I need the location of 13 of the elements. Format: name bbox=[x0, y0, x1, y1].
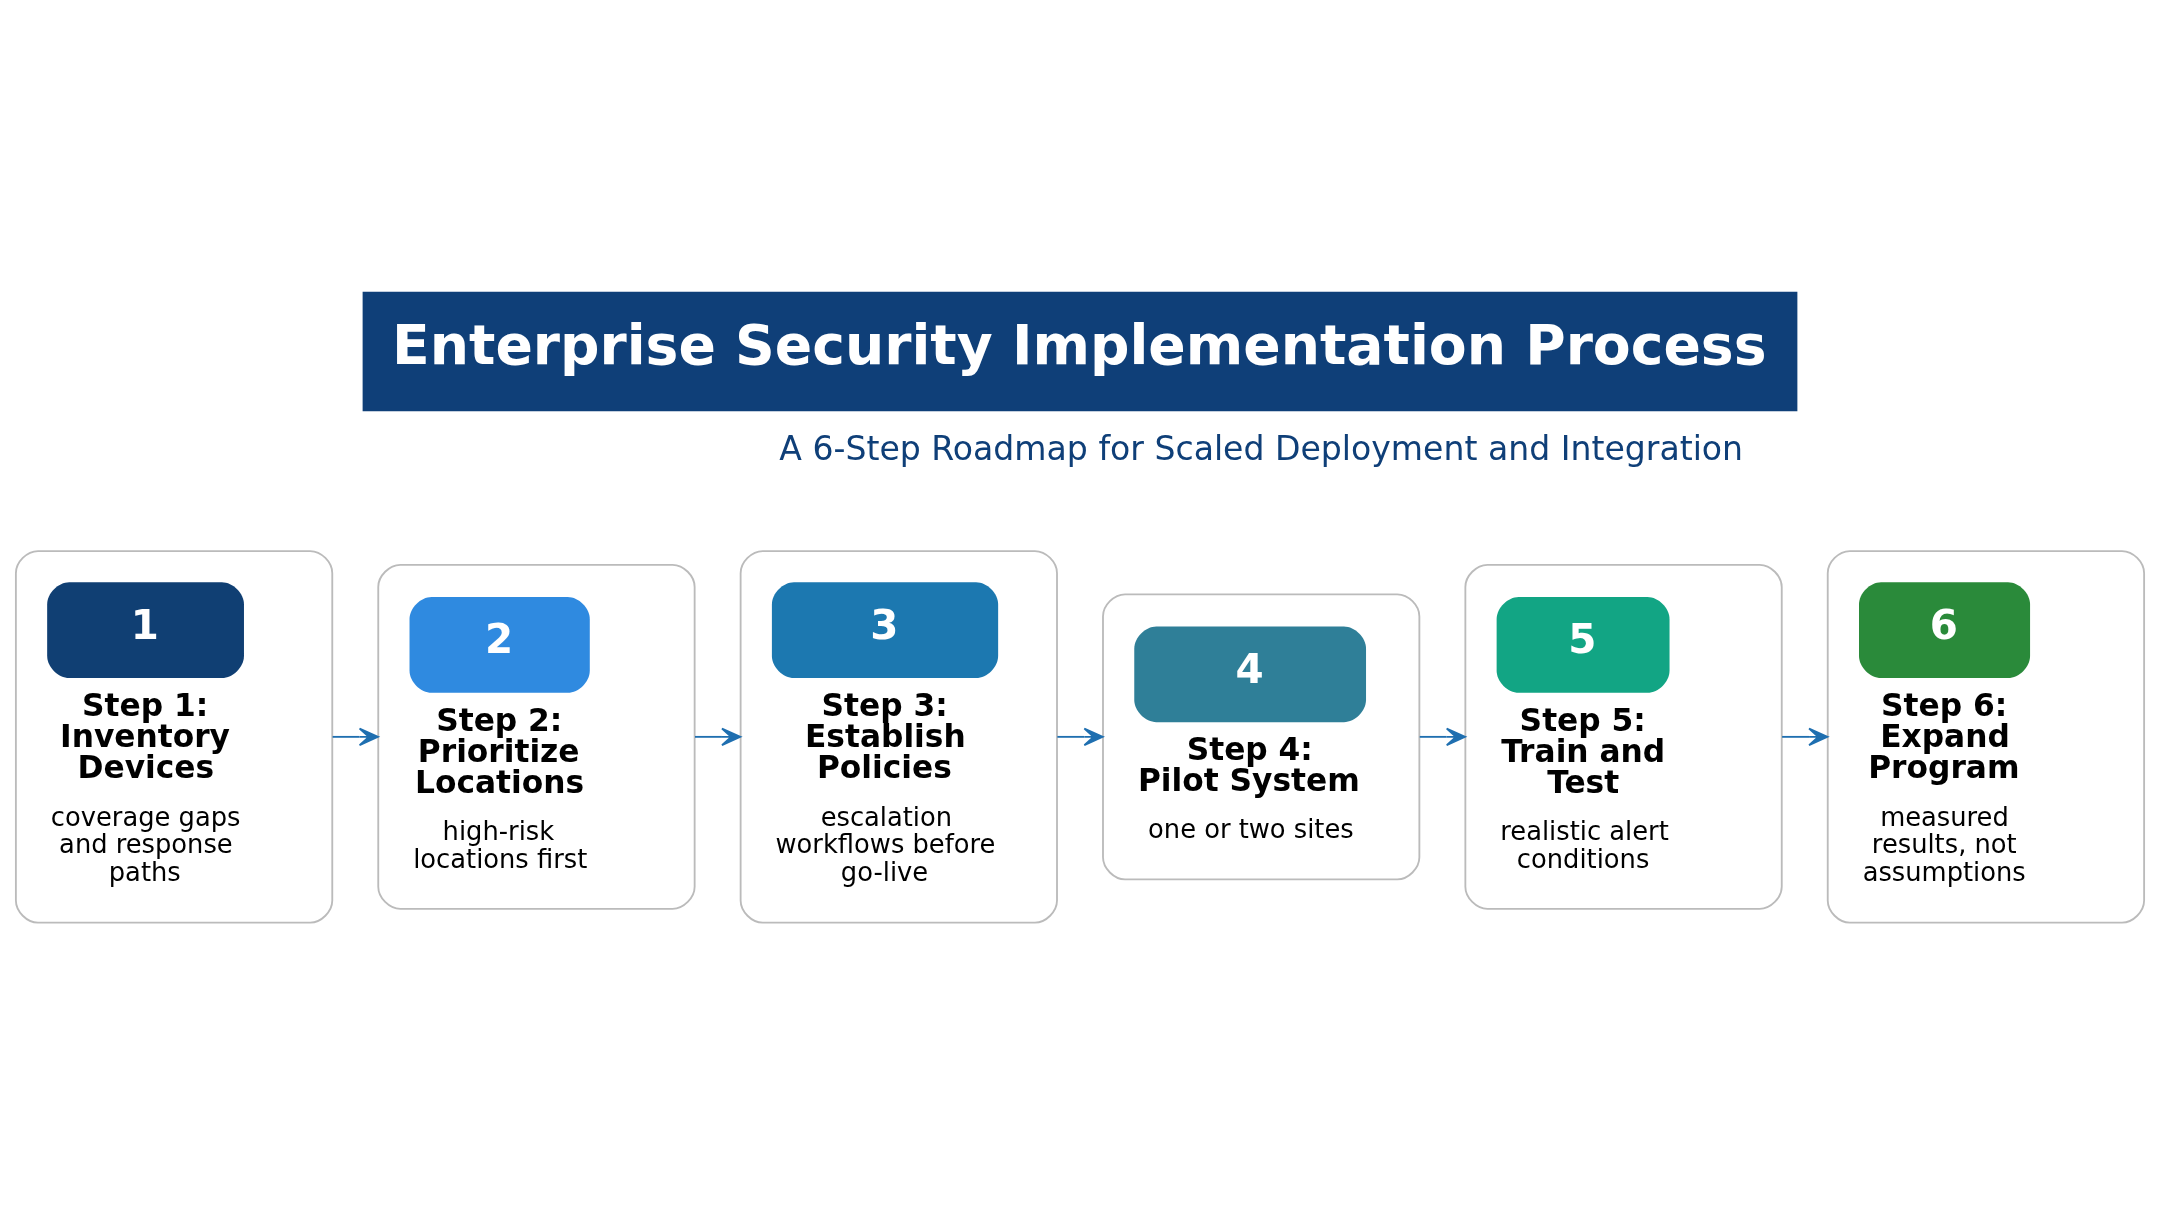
node-box: 6 Step 6: Expand Program measured results, not assumptions bbox=[1826, 549, 2146, 924]
node-box: 3 Step 3: Establish Policies escalation workflows before go-live bbox=[739, 549, 1058, 924]
arrow bbox=[694, 727, 742, 746]
node-box: 4 Step 4: Pilot System one or two sites bbox=[1102, 592, 1421, 880]
label: A 6-Step Roadmap for Scaled Deployment and Integration bbox=[779, 428, 1744, 468]
arrow bbox=[1418, 727, 1466, 746]
node-box: 2 Step 2: Prioritize Locations high-risk locations first bbox=[377, 563, 696, 910]
arrow bbox=[331, 727, 379, 746]
node-box: 1 Step 1: Inventory Devices coverage gaps and response paths bbox=[14, 549, 334, 924]
node-box: 5 Step 5: Train and Test realistic alert conditions bbox=[1464, 563, 1783, 910]
arrow bbox=[1056, 727, 1104, 746]
arrow bbox=[1781, 727, 1829, 746]
diagram-title: Enterprise Security Implementation Process bbox=[392, 312, 1767, 377]
